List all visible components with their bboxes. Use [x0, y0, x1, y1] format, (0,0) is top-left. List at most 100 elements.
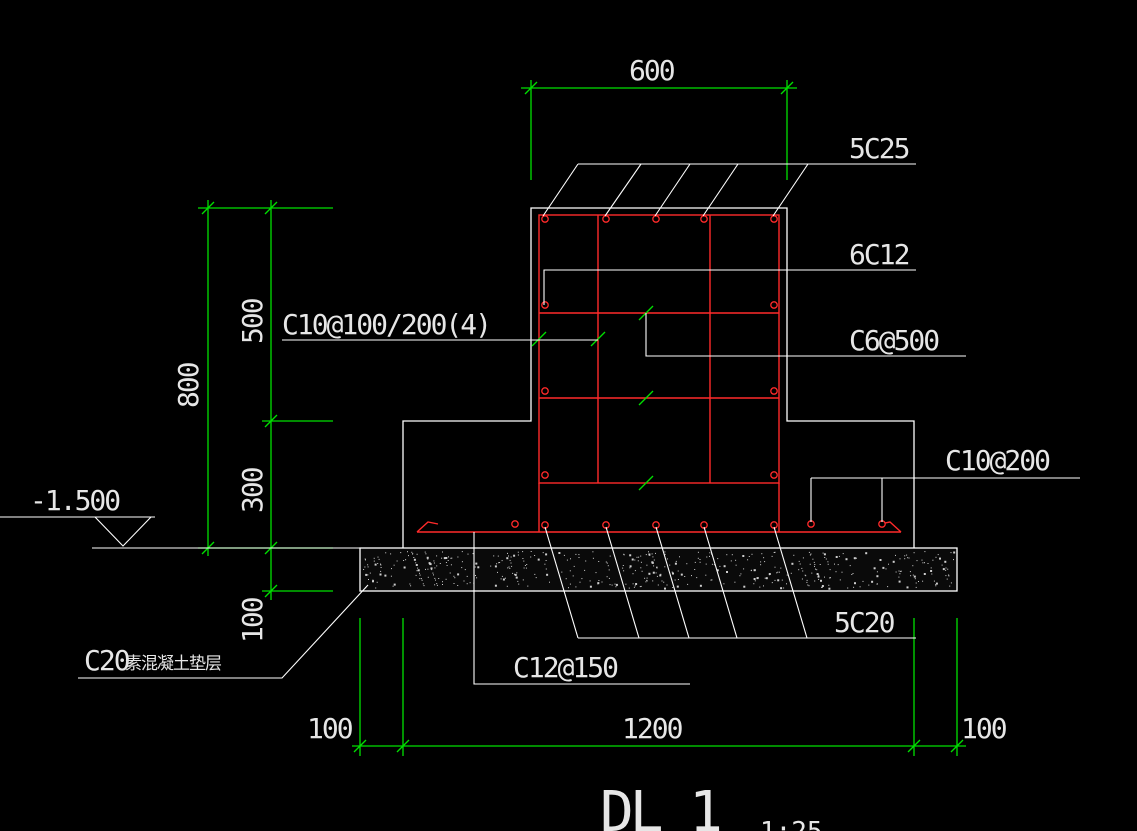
- hatch-speck: [558, 552, 561, 554]
- hatch-speck: [607, 565, 609, 567]
- hatch-speck: [546, 573, 549, 576]
- rebar-dot: [652, 215, 660, 223]
- hatch-speck: [808, 585, 810, 587]
- hatch-speck: [415, 564, 418, 566]
- hatch-speck: [450, 564, 452, 566]
- hatch-speck: [570, 558, 571, 560]
- hatch-speck: [385, 552, 387, 554]
- dimension-lines: [198, 80, 966, 756]
- hatch-speck: [825, 558, 827, 560]
- hatch-speck: [648, 572, 651, 575]
- hatch-speck: [656, 567, 657, 569]
- hatch-speck: [656, 567, 658, 569]
- hatch-speck: [935, 556, 937, 558]
- hatch-speck: [377, 563, 379, 564]
- hatch-speck: [824, 557, 826, 558]
- hatch-speck: [509, 559, 511, 561]
- hatch-speck: [652, 556, 654, 558]
- leader-5c25-1: [542, 163, 579, 217]
- hatch-speck: [434, 584, 436, 586]
- hatch-speck: [652, 580, 654, 582]
- hatch-speck: [816, 569, 818, 571]
- hatch-speck: [425, 553, 427, 555]
- hatch-speck: [726, 571, 728, 573]
- hatch-speck: [634, 570, 636, 572]
- rebar-dot: [541, 301, 549, 309]
- hatch-speck: [436, 555, 438, 557]
- hatch-speck: [584, 569, 586, 571]
- hatch-speck: [829, 569, 831, 571]
- hatch-speck: [563, 554, 565, 556]
- hatch-speck: [778, 571, 780, 573]
- hatch-speck: [798, 569, 800, 571]
- hatch-speck: [545, 553, 548, 556]
- leader-5c25-2: [604, 163, 642, 217]
- hatch-speck: [494, 584, 497, 587]
- hatch-speck: [373, 560, 375, 562]
- leader-6c12: [543, 269, 916, 305]
- dim-sub-tick-pad: [264, 584, 278, 598]
- hatch-speck: [885, 568, 887, 570]
- hatch-speck: [514, 573, 517, 576]
- hatch-speck: [648, 553, 651, 556]
- hatch-speck: [764, 561, 766, 563]
- hatch-speck: [633, 586, 635, 588]
- hatch-speck: [699, 559, 701, 560]
- hatch-speck: [948, 574, 950, 576]
- hatch-speck: [763, 585, 764, 587]
- hatch-speck: [425, 568, 426, 570]
- hatch-speck: [496, 563, 498, 565]
- hatch-speck: [771, 582, 773, 584]
- leader-5c20-4: [703, 526, 738, 639]
- hatch-speck: [391, 568, 392, 570]
- hatch-speck: [442, 581, 443, 583]
- hatch-speck: [921, 559, 923, 561]
- hatch-speck: [842, 553, 844, 555]
- hatch-speck: [367, 574, 369, 576]
- hatch-speck: [812, 558, 814, 560]
- hatch-speck: [809, 563, 811, 565]
- hatch-speck: [436, 583, 438, 585]
- dim-sub-tick-mid: [264, 414, 278, 428]
- hatch-speck: [413, 558, 416, 561]
- hatch-speck: [447, 560, 449, 561]
- hatch-speck: [937, 554, 939, 556]
- hatch-speck: [694, 561, 696, 563]
- hatch-speck: [945, 575, 947, 577]
- hatch-speck: [821, 587, 823, 588]
- hatch-speck: [364, 566, 366, 568]
- hatch-speck: [365, 573, 368, 576]
- hatch-speck: [523, 560, 525, 562]
- hatch-speck: [615, 583, 618, 586]
- hatch-speck: [677, 579, 679, 580]
- hatch-speck: [808, 551, 810, 553]
- hatch-speck: [445, 562, 447, 563]
- hatch-speck: [853, 557, 856, 560]
- hatch-speck: [753, 569, 756, 572]
- hatch-speck: [597, 583, 599, 585]
- hatch-speck: [431, 569, 433, 571]
- dim-bottom-tick-2: [396, 739, 410, 753]
- hatch-speck: [517, 554, 519, 556]
- hatch-speck: [646, 577, 648, 579]
- dim-600-tick-right: [780, 81, 794, 95]
- hatch-speck: [380, 567, 382, 568]
- hatch-speck: [723, 565, 726, 568]
- hatch-speck: [472, 553, 474, 555]
- hatch-speck: [609, 584, 611, 586]
- hatch-speck: [461, 567, 463, 569]
- hatch-speck: [765, 577, 768, 580]
- beam-outline: [402, 207, 915, 548]
- hatch-speck: [924, 562, 925, 564]
- hatch-speck: [713, 564, 715, 566]
- hatch-speck: [774, 551, 776, 553]
- hatch-speck: [786, 574, 788, 576]
- leader-5c20-1: [544, 526, 579, 639]
- hatch-speck: [545, 568, 547, 570]
- hatch-speck: [506, 585, 508, 587]
- hatch-speck: [623, 570, 625, 572]
- leader-5c25-3: [654, 163, 691, 217]
- hatch-speck: [865, 552, 868, 555]
- hatch-speck: [705, 574, 707, 576]
